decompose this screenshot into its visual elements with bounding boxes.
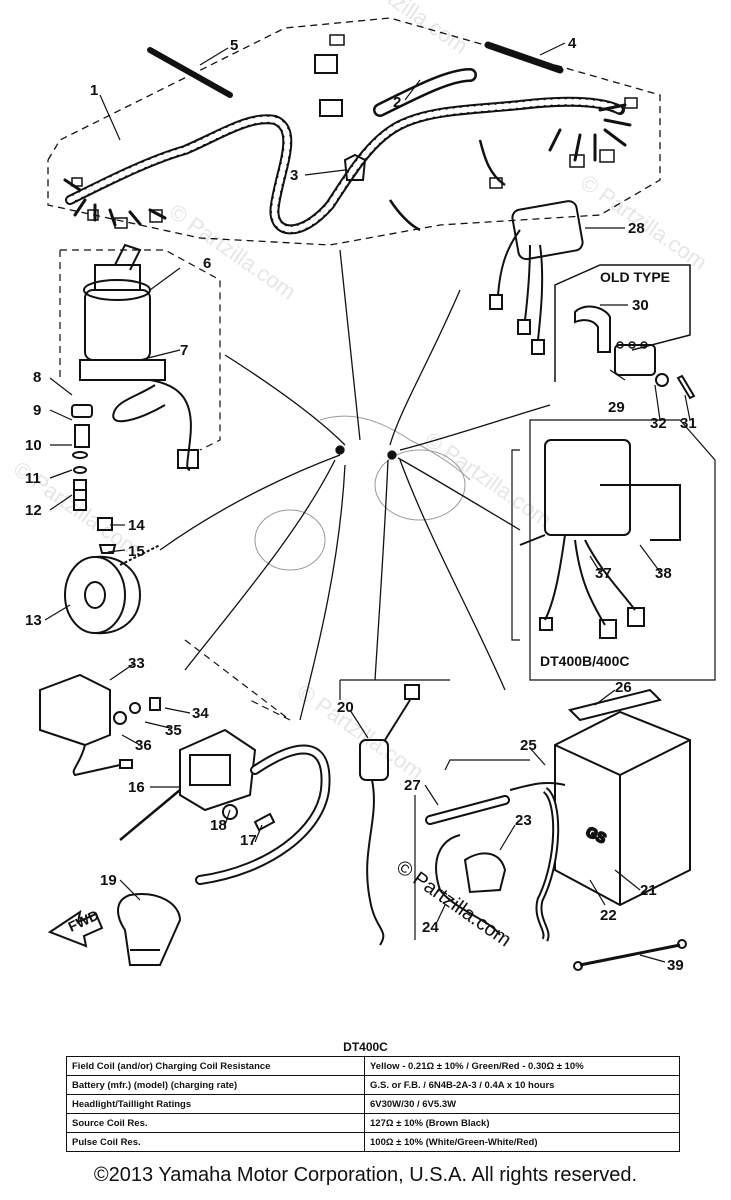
horn xyxy=(64,517,161,635)
callout-19: 19 xyxy=(100,872,117,889)
old-type-label: OLD TYPE xyxy=(600,269,670,285)
spec-label: Battery (mfr.) (model) (charging rate) xyxy=(66,1075,365,1095)
copyright-notice: ©2013 Yamaha Motor Corporation, U.S.A. A… xyxy=(93,1164,638,1186)
callout-34: 34 xyxy=(192,705,209,722)
callout-28: 28 xyxy=(628,220,645,237)
regulator xyxy=(39,673,161,777)
callout-36: 36 xyxy=(135,737,152,754)
callout-39: 39 xyxy=(667,957,684,974)
callout-26: 26 xyxy=(615,679,632,696)
spec-value: 6V30W/30 / 6V5.3W xyxy=(364,1094,680,1114)
main-switch xyxy=(59,243,221,471)
table-row: Source Coil Res. 127Ω ± 10% (Brown Black… xyxy=(66,1113,680,1133)
callout-21: 21 xyxy=(640,882,657,899)
callout-13: 13 xyxy=(25,612,42,629)
center-credit: © Partzilla.com xyxy=(392,856,515,951)
callout-10: 10 xyxy=(25,437,42,454)
table-row: Battery (mfr.) (model) (charging rate) G… xyxy=(66,1075,680,1095)
hardware-stack xyxy=(71,404,93,511)
callout-29: 29 xyxy=(608,399,625,416)
watermark-text: © Partzilla.com xyxy=(337,0,473,59)
callout-16: 16 xyxy=(128,779,145,796)
callout-24: 24 xyxy=(422,919,439,936)
callout-31: 31 xyxy=(680,415,697,432)
cdi-unit-group xyxy=(511,419,716,681)
callout-27: 27 xyxy=(404,777,421,794)
callout-2: 2 xyxy=(393,94,401,111)
callout-33: 33 xyxy=(128,655,145,672)
spark-plug-cap xyxy=(117,893,182,966)
old-type-box xyxy=(554,264,696,400)
spec-label: Headlight/Taillight Ratings xyxy=(66,1094,365,1114)
callout-12: 12 xyxy=(25,502,42,519)
callout-8: 8 xyxy=(33,369,41,386)
spec-label: Field Coil (and/or) Charging Coil Resist… xyxy=(66,1056,365,1076)
spec-value: G.S. or F.B. / 6N4B-2A-3 / 0.4A x 10 hou… xyxy=(364,1075,680,1095)
callout-30: 30 xyxy=(632,297,649,314)
battery-gs-label: GS xyxy=(584,823,609,846)
spec-label: Pulse Coil Res. xyxy=(66,1132,365,1152)
spec-label: Source Coil Res. xyxy=(66,1113,365,1133)
spec-value: 127Ω ± 10% (Brown Black) xyxy=(364,1113,680,1133)
spec-title: DT400C xyxy=(343,1040,388,1054)
callout-22: 22 xyxy=(600,907,617,924)
neutral-switch xyxy=(339,679,450,946)
callout-35: 35 xyxy=(165,722,182,739)
table-row: Pulse Coil Res. 100Ω ± 10% (White/Green-… xyxy=(66,1132,680,1152)
callout-32: 32 xyxy=(650,415,667,432)
fwd-arrow: FWD xyxy=(47,907,104,948)
table-row: Field Coil (and/or) Charging Coil Resist… xyxy=(66,1056,680,1076)
callout-7: 7 xyxy=(180,342,188,359)
callout-17: 17 xyxy=(240,832,257,849)
harness-group xyxy=(47,17,661,246)
callout-20: 20 xyxy=(337,699,354,716)
spec-value: 100Ω ± 10% (White/Green-White/Red) xyxy=(364,1132,680,1152)
callout-38: 38 xyxy=(655,565,672,582)
callout-18: 18 xyxy=(210,817,227,834)
callout-3: 3 xyxy=(290,167,298,184)
table-row: Headlight/Taillight Ratings 6V30W/30 / 6… xyxy=(66,1094,680,1114)
callout-23: 23 xyxy=(515,812,532,829)
callout-14: 14 xyxy=(128,517,145,534)
callout-1: 1 xyxy=(90,82,98,99)
callout-5: 5 xyxy=(230,37,238,54)
battery-group: GS xyxy=(414,688,691,971)
frame-outline xyxy=(254,415,471,571)
callout-6: 6 xyxy=(203,255,211,272)
callout-9: 9 xyxy=(33,402,41,419)
watermark-text: © Partzilla.com xyxy=(165,199,301,305)
callout-4: 4 xyxy=(568,35,577,52)
callout-labels: 1 2 3 4 5 6 7 8 9 10 11 12 13 14 15 16 1… xyxy=(25,35,697,974)
spec-table: Field Coil (and/or) Charging Coil Resist… xyxy=(66,1056,680,1152)
callout-15: 15 xyxy=(128,543,145,560)
spec-value: Yellow - 0.21Ω ± 10% / Green/Red - 0.30Ω… xyxy=(364,1056,680,1076)
callout-11: 11 xyxy=(25,470,41,487)
callout-25: 25 xyxy=(520,737,537,754)
model-variant-label: DT400B/400C xyxy=(540,653,630,669)
cdi-magneto xyxy=(119,639,331,885)
callout-37: 37 xyxy=(595,565,612,582)
wiring-exploded-diagram: © Partzilla.com © Partzilla.com © Partzi… xyxy=(9,0,716,974)
routing-lines xyxy=(159,249,551,721)
flasher-relay xyxy=(489,200,584,355)
